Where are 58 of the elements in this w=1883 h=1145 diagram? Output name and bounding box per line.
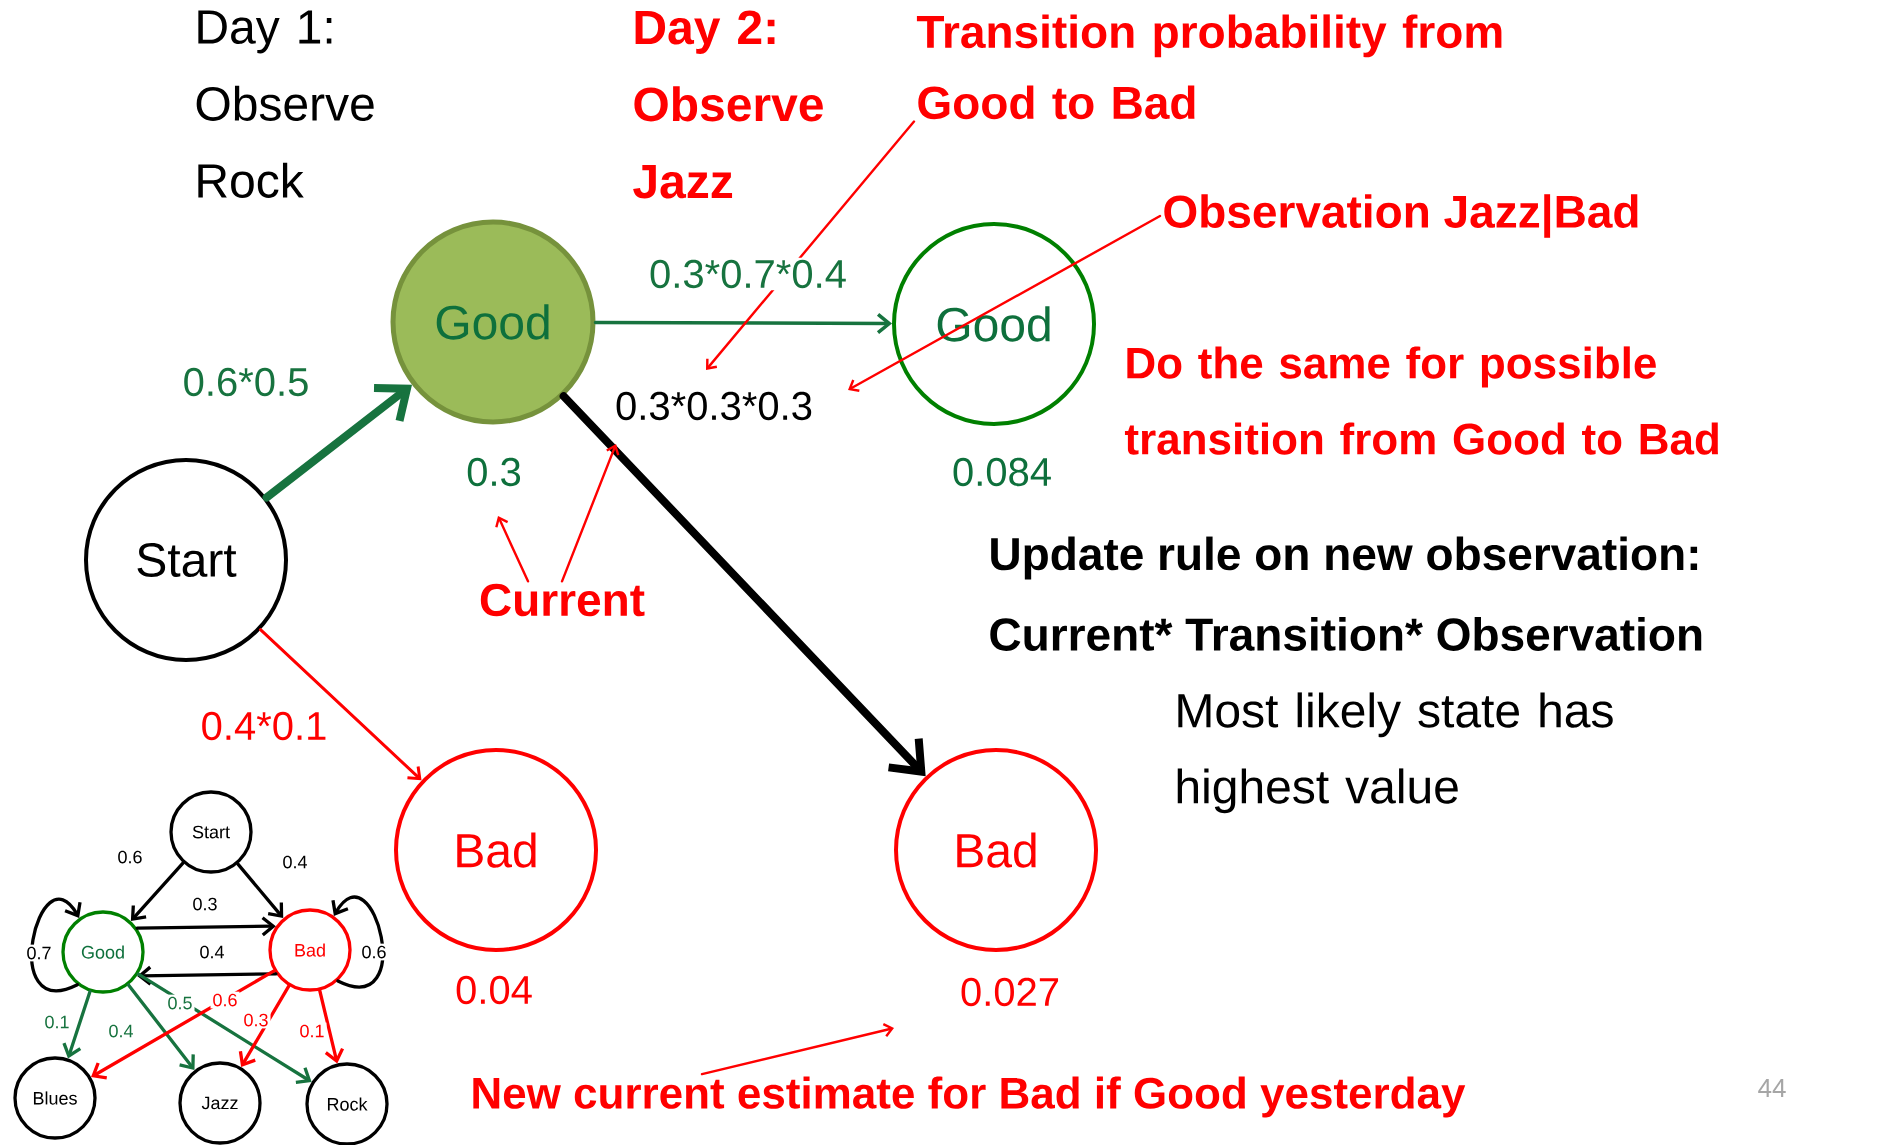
arrow bbox=[91, 969, 276, 1080]
edge-label: 0.6 bbox=[359, 943, 389, 961]
arrow bbox=[135, 916, 276, 937]
arrow bbox=[262, 383, 412, 502]
edge-label: 0.6 bbox=[115, 848, 145, 866]
edge-label: 0.1 bbox=[42, 1013, 72, 1031]
state-circle-small: Rock bbox=[305, 1062, 389, 1145]
edge-label: 0.4*0.1 bbox=[198, 709, 330, 743]
edge-label: 0.3 bbox=[190, 895, 220, 913]
probability-value: 0.3 bbox=[467, 457, 521, 487]
arrow bbox=[331, 895, 385, 989]
day-heading: Day 2: Observe Jazz bbox=[633, 10, 823, 199]
edge-label: 0.1 bbox=[297, 1022, 327, 1040]
state-circle-small: Jazz bbox=[178, 1061, 262, 1145]
state-circle-small: Blues bbox=[13, 1056, 97, 1140]
leader-arrow bbox=[560, 444, 620, 583]
edge-label: 0.7 bbox=[24, 944, 54, 962]
edge-label: 0.5 bbox=[165, 994, 195, 1012]
arrow bbox=[137, 965, 278, 986]
edge-label: 0.6*0.5 bbox=[180, 365, 312, 399]
arrow bbox=[318, 988, 345, 1064]
state-circle-small: Good bbox=[61, 910, 145, 994]
note-text: Most likely state has highest value bbox=[1177, 692, 1613, 814]
rule-formula: Current* Transition* Observation bbox=[990, 617, 1702, 651]
leader-arrow bbox=[495, 516, 530, 583]
edge-label: 0.3*0.3*0.3 bbox=[613, 389, 815, 423]
probability-value: 0.027 bbox=[961, 977, 1059, 1007]
edge-label: 0.4 bbox=[280, 853, 310, 871]
probability-value: 0.084 bbox=[953, 457, 1051, 487]
arrow bbox=[130, 861, 185, 922]
edge-label: 0.4 bbox=[197, 943, 227, 961]
probability-value: 0.04 bbox=[456, 975, 532, 1005]
edge-label: 0.3 bbox=[241, 1011, 271, 1029]
rule-heading: Update rule on new observation: bbox=[991, 536, 1698, 580]
callout-text: Transition probability from Good to Bad bbox=[916, 14, 1502, 120]
leader-arrow bbox=[700, 1023, 894, 1076]
arrow bbox=[593, 313, 893, 334]
leader-arrow bbox=[848, 214, 1162, 392]
edge-label: 0.4 bbox=[106, 1022, 136, 1040]
arrow bbox=[559, 392, 926, 777]
state-circle-small: Start bbox=[169, 790, 253, 874]
edge-label: 0.6 bbox=[210, 991, 240, 1009]
arrow bbox=[62, 989, 92, 1059]
callout-text: Current bbox=[480, 583, 645, 617]
callout-text: New current estimate for Bad if Good yesterday bbox=[473, 1076, 1466, 1118]
state-circle-small: Bad bbox=[268, 908, 352, 992]
arrow bbox=[238, 984, 291, 1068]
leader-arrow bbox=[706, 120, 916, 370]
arrow bbox=[126, 983, 195, 1071]
arrow bbox=[259, 628, 422, 781]
arrow bbox=[136, 972, 312, 1084]
edge-label: 0.3*0.7*0.4 bbox=[647, 257, 849, 291]
arrow bbox=[236, 862, 284, 919]
arrow bbox=[30, 897, 82, 993]
instruction-text: Do the same for possible transition from Good to Bad bbox=[1124, 346, 1718, 455]
day-heading: Day 1: Observe Rock bbox=[196, 10, 374, 198]
page-number: 44 bbox=[1758, 1079, 1786, 1097]
callout-text: Observation Jazz|Bad bbox=[1164, 194, 1638, 238]
